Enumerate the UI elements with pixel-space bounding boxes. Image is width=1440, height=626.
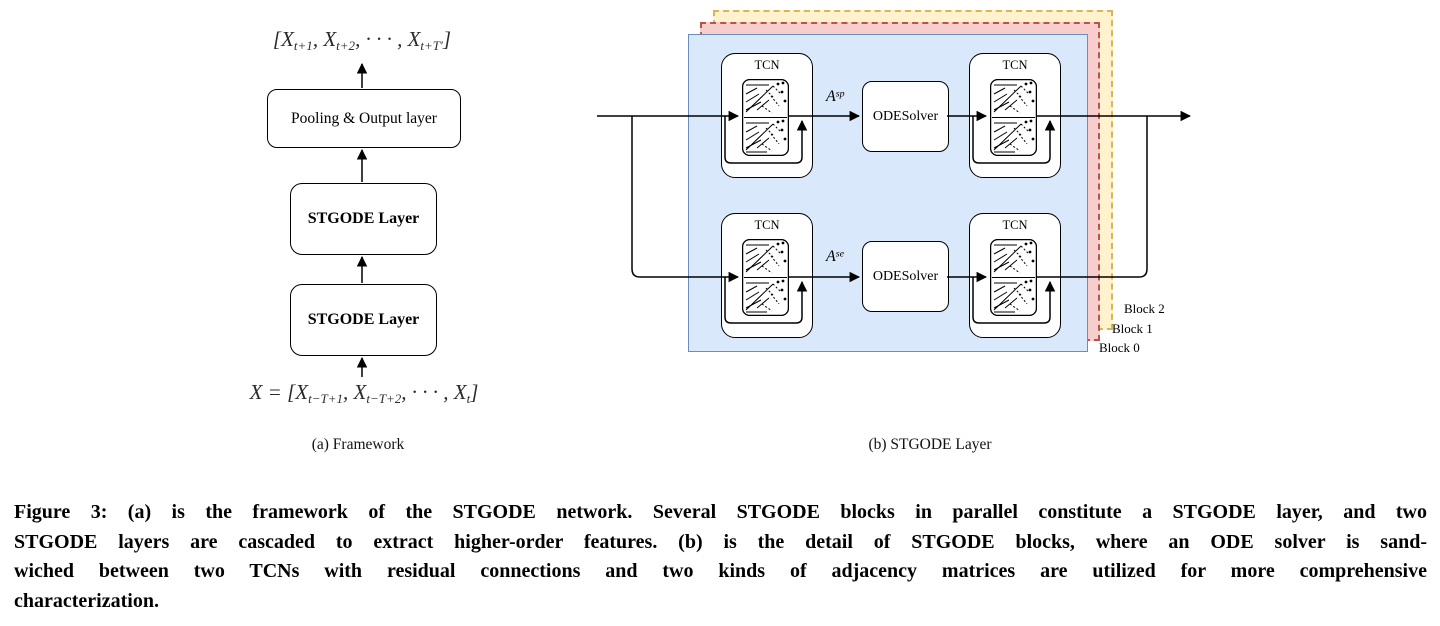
figure-caption: Figure 3: (a) is the framework of the ST… xyxy=(14,498,1427,616)
adjacency-sp-label: Asp xyxy=(826,88,845,105)
adjacency-se-label: Ase xyxy=(826,248,845,265)
stgode-layer-1-box: STGODE Layer xyxy=(290,183,437,255)
odesolver-top-box: ODESolver xyxy=(862,81,949,152)
tcn-top-left-label: TCN xyxy=(754,58,780,72)
caption-line: Figure 3: (a) is the framework of the ST… xyxy=(14,501,1427,523)
panel-b-caption: (b) STGODE Layer xyxy=(868,436,992,453)
stgode-layer-2-label: STGODE Layer xyxy=(307,311,420,328)
stgode-layer-1-label: STGODE Layer xyxy=(307,210,420,227)
panel-a-caption: (a) Framework xyxy=(311,436,405,453)
odesolver-bottom-box: ODESolver xyxy=(862,241,949,312)
block-2-label: Block 2 xyxy=(1124,301,1165,316)
tcn-bottom-left-box: TCN xyxy=(721,213,813,338)
tcn-pattern-icon xyxy=(990,79,1037,156)
caption-line: characterization. xyxy=(14,589,159,612)
block-0-label: Block 0 xyxy=(1099,340,1140,355)
pooling-output-layer-label: Pooling & Output layer xyxy=(291,109,437,127)
caption-line: wiched between two TCNs with residual co… xyxy=(14,560,1427,582)
tcn-pattern-icon xyxy=(990,239,1037,316)
stgode-layer-2-box: STGODE Layer xyxy=(290,284,437,356)
block-1-label: Block 1 xyxy=(1112,321,1153,336)
odesolver-top-label: ODESolver xyxy=(872,108,939,124)
tcn-bottom-left-label: TCN xyxy=(754,218,780,232)
caption-line: STGODE layers are cascaded to extract hi… xyxy=(14,530,1427,553)
tcn-pattern-icon xyxy=(742,79,789,156)
tcn-pattern-icon xyxy=(742,239,789,316)
tcn-bottom-right-label: TCN xyxy=(1002,218,1028,232)
output-sequence-formula: [Xt+1, Xt+2, · · · , Xt+T′] xyxy=(272,27,452,53)
input-sequence-formula: X = [Xt−T+1, Xt−T+2, · · · , Xt] xyxy=(249,380,479,406)
tcn-top-left-box: TCN xyxy=(721,53,813,178)
odesolver-bottom-label: ODESolver xyxy=(872,268,939,284)
tcn-top-right-box: TCN xyxy=(969,53,1061,178)
pooling-output-layer-box: Pooling & Output layer xyxy=(267,89,461,148)
tcn-bottom-right-box: TCN xyxy=(969,213,1061,338)
tcn-top-right-label: TCN xyxy=(1002,58,1028,72)
